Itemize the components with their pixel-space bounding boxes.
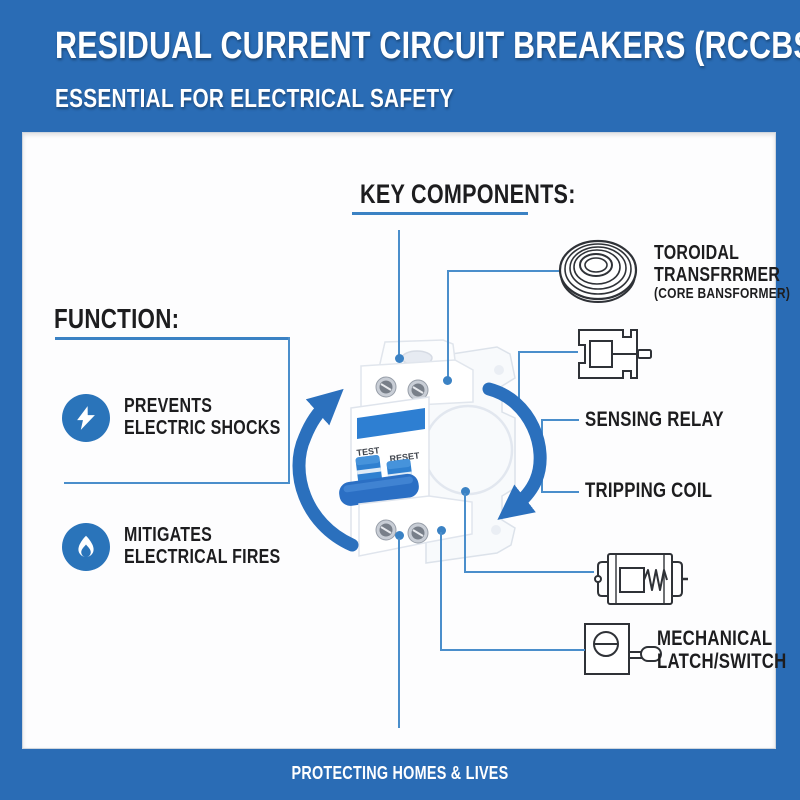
function-underline [55,337,290,340]
footer-tagline: PROTECTING HOMES & LIVES [291,763,509,783]
connector-dot [461,487,470,496]
breaker-test-label: TEST [356,445,381,458]
tripping-coil-icon [592,548,688,610]
key-components-underline [352,212,528,215]
function-item-fire-badge [62,523,110,571]
connector-bracket-relay-coil [541,419,543,493]
breaker-top-terminal [360,359,474,409]
flame-icon [73,534,99,560]
connector-dot [395,354,404,363]
connector-line-bottom-center [398,538,400,728]
connector-line-latch [440,532,442,651]
function-item-shock-label: PREVENTS ELECTRIC SHOCKS [124,395,281,439]
screw-icon [375,376,397,398]
connector-dot [443,376,452,385]
page-subtitle: ESSENTIAL FOR ELECTRICAL SAFETY [55,83,454,113]
mechanical-latch-label: MECHANICAL LATCH/SWITCH [657,627,787,673]
function-item-shock-badge [62,394,110,442]
connector-line-relay [518,351,520,407]
screw-icon [407,379,429,401]
tripping-coil-label: TRIPPING COIL [585,479,713,502]
function-bracket-line [288,337,290,484]
connector-dot [395,531,404,540]
footer-band: PROTECTING HOMES & LIVES [0,750,800,800]
relay-icon [576,327,654,381]
connector-bracket-relay-coil [541,419,579,421]
connector-line-latch [440,649,585,651]
screw-icon [407,522,429,544]
function-divider-line [64,482,290,484]
connector-line-coil [464,493,466,573]
connector-line-toroidal [447,270,559,272]
toroidal-transformer-label: TOROIDAL TRANSFRRMER (CORE BANSFORMER) [654,242,791,303]
breaker-bottom-terminal [358,495,473,557]
connector-line-coil [464,571,594,573]
toroidal-transformer-icon [556,234,640,310]
connector-line-top-center [398,230,400,358]
function-heading: FUNCTION: [54,303,180,334]
mechanical-latch-icon [581,620,667,678]
key-components-heading: KEY COMPONENTS: [360,179,576,209]
page-title: RESIDUAL CURRENT CIRCUIT BREAKERS (RCCBS… [55,25,800,67]
screw-icon [375,519,397,541]
connector-dot [514,403,523,412]
connector-bracket-relay-coil [541,491,579,493]
breaker-blue-stripe [357,408,425,439]
connector-line-toroidal [447,270,449,380]
lightning-icon [73,405,99,431]
sensing-relay-label: SENSING RELAY [585,408,724,431]
connector-dot [437,526,446,535]
breaker-lever [339,473,419,506]
connector-line-relay [518,351,578,353]
circuit-breaker-illustration: TEST RESET [293,330,533,570]
function-item-fire-label: MITIGATES ELECTRICAL FIRES [124,524,281,568]
